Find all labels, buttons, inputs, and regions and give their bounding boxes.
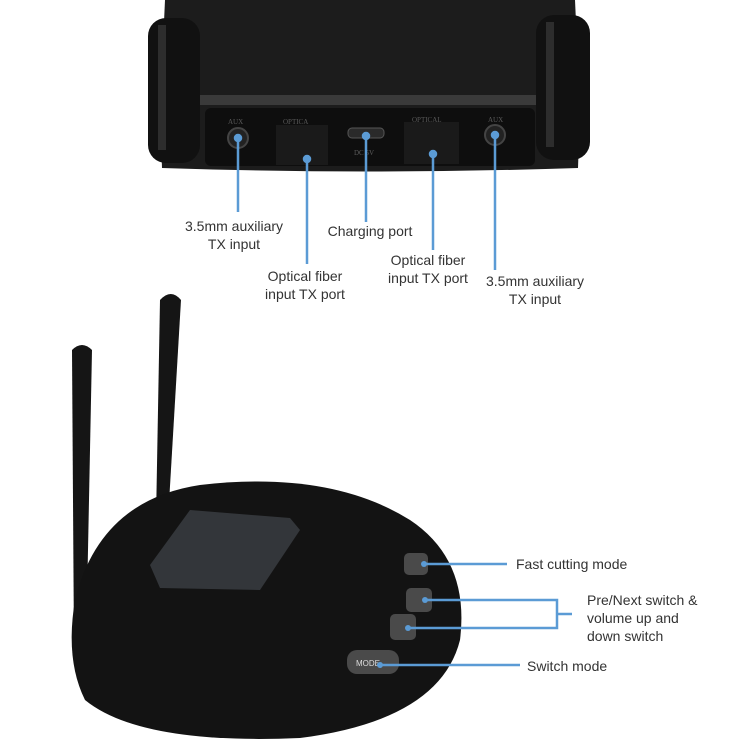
callout-text: input TX port [388, 270, 468, 286]
callout-switch-mode: Switch mode [527, 657, 607, 675]
callout-optical-left: Optical fiber input TX port [265, 267, 345, 303]
callout-charging-port: Charging port [328, 222, 413, 240]
mode-button [347, 650, 399, 674]
front-callout-lines [380, 562, 572, 667]
callout-text: TX input [207, 236, 261, 252]
callout-pre-next: Pre/Next switch & volume up and down switc… [587, 591, 697, 645]
marking-aux-right: AUX [488, 116, 503, 124]
callout-text: down switch [587, 628, 664, 644]
device-rear-view: AUX OPTICA DC 5V OPTICAL AUX [148, 0, 590, 172]
antenna-base-left [148, 18, 200, 163]
marking-aux-left: AUX [228, 118, 243, 126]
callout-text: 3.5mm auxiliary [485, 273, 585, 289]
marking-optical-right: OPTICAL [412, 116, 442, 124]
prev-button [390, 614, 416, 640]
callout-text: input TX port [265, 286, 345, 302]
callout-text: Fast cutting mode [516, 556, 628, 572]
callout-text: Pre/Next switch & [587, 592, 698, 608]
display-panel [150, 510, 300, 590]
marking-optical-left: OPTICA [283, 118, 308, 126]
callout-text: Optical fiber [267, 268, 343, 284]
callout-aux-right: 3.5mm auxiliary TX input [486, 272, 584, 308]
antenna-base-right [536, 15, 590, 160]
callout-text: volume up and [587, 610, 679, 626]
callout-text: TX input [508, 291, 562, 307]
callout-text: 3.5mm auxiliary [184, 218, 284, 234]
marking-mode: MODE [356, 659, 380, 668]
callout-text: Optical fiber [390, 252, 466, 268]
callout-text: Charging port [327, 223, 413, 239]
fast-cutting-button [404, 553, 428, 575]
callout-fast-cutting: Fast cutting mode [516, 555, 627, 573]
next-button [406, 588, 432, 612]
callout-text: Switch mode [527, 658, 608, 674]
marking-dc: DC 5V [354, 149, 374, 157]
callout-aux-left: 3.5mm auxiliary TX input [185, 217, 283, 253]
device-front-view: MODE [71, 294, 462, 739]
callout-optical-right: Optical fiber input TX port [388, 251, 468, 287]
antenna-right [156, 294, 181, 520]
top-callout-lines [233, 130, 500, 270]
